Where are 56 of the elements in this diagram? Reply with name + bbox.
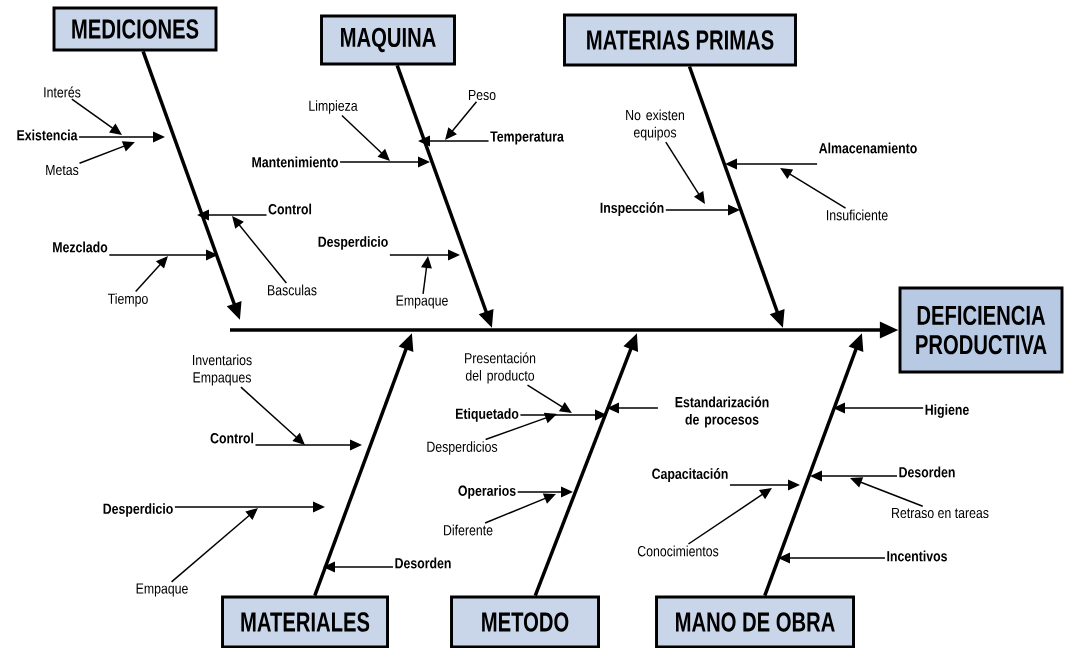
effect-box: DEFICIENCIA PRODUCTIVA	[898, 286, 1064, 374]
sub-cause-label: Interés	[44, 86, 81, 98]
sub-cause-label: Basculas	[268, 284, 317, 296]
cause-label: Incentivos	[887, 550, 947, 562]
sub-cause-arrow	[341, 114, 390, 161]
category-box: MATERIAS PRIMAS	[563, 13, 797, 67]
sub-cause-arrow	[134, 256, 168, 293]
sub-cause-label: Limpieza	[309, 100, 358, 114]
sub-cause-label: Presentación del producto	[465, 352, 536, 384]
sub-cause-arrow	[170, 508, 258, 583]
sub-cause-label: Inventarios Empaques	[193, 354, 252, 386]
sub-cause-arrow	[240, 386, 305, 445]
sub-cause-label: No existen equipos	[626, 109, 684, 141]
cause-label: Desperdicio	[103, 503, 173, 517]
sub-cause-arrow	[687, 488, 772, 545]
sub-cause-arrow	[484, 412, 557, 441]
sub-cause-arrow	[526, 384, 572, 413]
sub-cause-label: Insuficiente	[827, 209, 888, 221]
sub-cause-label: Retraso en tareas	[892, 507, 989, 519]
cause-label: Operarios	[458, 485, 516, 499]
sub-cause-arrow	[71, 98, 122, 135]
sub-cause-arrow	[484, 493, 556, 524]
sub-cause-label: Empaque	[136, 583, 188, 597]
cause-label: Desorden	[899, 466, 955, 478]
category-box: METODO	[450, 595, 600, 648]
sub-cause-label: Metas	[46, 164, 79, 176]
cause-label: Control	[268, 203, 312, 215]
cause-label: Desperdicio	[318, 236, 388, 250]
category-box: MATERIALES	[221, 595, 389, 648]
cause-label: Capacitación	[652, 468, 728, 482]
cause-label: Mezclado	[53, 241, 108, 253]
sub-cause-arrow	[850, 477, 924, 507]
cause-label: Mantenimiento	[252, 156, 338, 168]
cause-label: Almacenamiento	[819, 142, 917, 154]
cause-label: Etiquetado	[456, 408, 519, 422]
sub-cause-arrow	[665, 141, 705, 204]
sub-cause-arrow	[78, 141, 135, 164]
cause-label: Higiene	[925, 404, 969, 418]
sub-cause-label: Empaque	[396, 295, 448, 309]
sub-cause-arrow	[780, 168, 847, 209]
cause-label: Inspección	[600, 202, 664, 216]
sub-cause-label: Diferente	[444, 524, 493, 536]
category-box: MAQUINA	[320, 14, 456, 66]
sub-cause-label: Peso	[468, 89, 496, 101]
category-box: MANO DE OBRA	[655, 595, 855, 648]
cause-label: Control	[210, 432, 254, 444]
sub-cause-label: Tiempo	[107, 293, 148, 307]
sub-cause-arrow	[232, 216, 288, 284]
cause-label: Existencia	[17, 129, 78, 141]
cause-label: Temperatura	[490, 131, 564, 145]
category-box: MEDICIONES	[52, 6, 218, 52]
sub-cause-label: Desperdicios	[427, 441, 498, 455]
sub-cause-arrow	[445, 100, 478, 140]
cause-label: Estandarización de procesos	[675, 396, 769, 428]
sub-cause-label: Conocimientos	[637, 545, 719, 557]
cause-label: Desorden	[395, 557, 451, 569]
